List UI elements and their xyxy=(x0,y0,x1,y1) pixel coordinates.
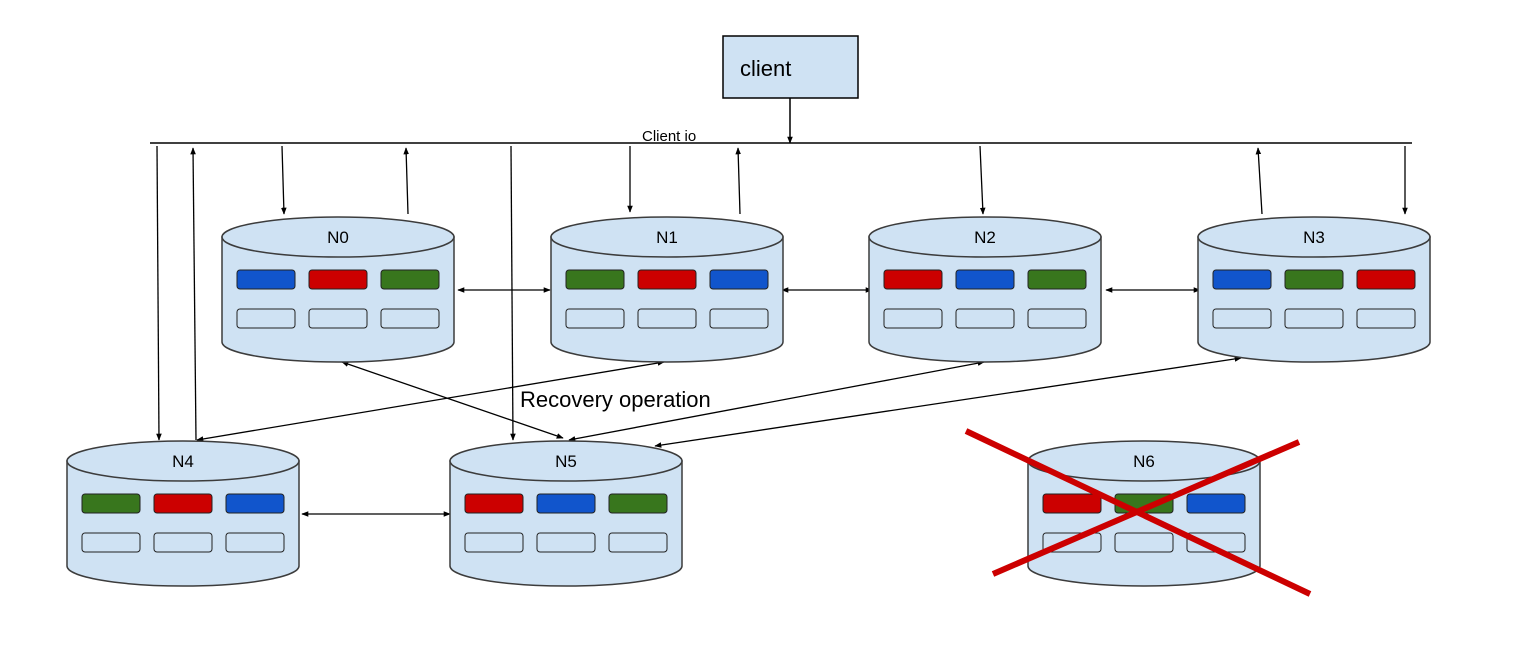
n3-to-bus-arrow xyxy=(1255,147,1263,215)
node-top xyxy=(221,216,455,258)
empty-slot xyxy=(709,308,769,329)
node-label: N3 xyxy=(1303,228,1325,247)
empty-slot xyxy=(1284,308,1344,329)
node-label: N2 xyxy=(974,228,996,247)
chunk-slot-blue xyxy=(236,269,296,290)
storage-node-n5: N5 xyxy=(449,440,683,587)
n1-to-bus-arrow xyxy=(735,147,741,215)
empty-slot xyxy=(536,532,596,553)
node-body xyxy=(550,236,784,363)
n5-n3-recovery-arrow xyxy=(654,356,1242,448)
peer-arrows xyxy=(301,287,1201,517)
node-top xyxy=(868,216,1102,258)
empty-slot xyxy=(464,532,524,553)
storage-node-n1: N1 xyxy=(550,216,784,363)
empty-slot xyxy=(236,308,296,329)
empty-slot xyxy=(1356,308,1416,329)
chunk-slot-red xyxy=(1356,269,1416,290)
bus-to-n2-arrow xyxy=(979,145,986,215)
empty-slot xyxy=(308,308,368,329)
node-top xyxy=(550,216,784,258)
failure-cross-stroke-2 xyxy=(991,439,1301,577)
node-top xyxy=(449,440,683,482)
node-body xyxy=(1197,236,1431,363)
chunk-slot-red xyxy=(883,269,943,290)
chunk-slot-green xyxy=(380,269,440,290)
client-label: client xyxy=(740,56,791,81)
failure-cross-icon xyxy=(964,428,1312,597)
empty-slot xyxy=(637,308,697,329)
node-body xyxy=(868,236,1102,363)
empty-slot xyxy=(883,308,943,329)
chunk-slot-blue xyxy=(955,269,1015,290)
chunk-slot-red xyxy=(464,493,524,514)
bus-to-n5-arrow xyxy=(510,145,516,441)
storage-node-n3: N3 xyxy=(1197,216,1431,363)
client-box-rect xyxy=(722,35,859,99)
empty-slot xyxy=(380,308,440,329)
storage-node-n2: N2 xyxy=(868,216,1102,363)
chunk-slot-red xyxy=(1042,493,1102,514)
chunk-slot-blue xyxy=(1212,269,1272,290)
node-body xyxy=(221,236,455,363)
client-io-bus: Client io xyxy=(150,98,1412,145)
node-top xyxy=(1197,216,1431,258)
chunk-slot-green xyxy=(1284,269,1344,290)
chunk-slot-green xyxy=(565,269,625,290)
node-label: N6 xyxy=(1133,452,1155,471)
storage-node-n6: N6 xyxy=(1027,440,1261,587)
chunk-slot-red xyxy=(308,269,368,290)
bus-to-n0-arrow xyxy=(281,145,287,215)
empty-slot xyxy=(1027,308,1087,329)
node-body xyxy=(66,460,300,587)
chunk-slot-red xyxy=(637,269,697,290)
empty-slot xyxy=(1114,532,1174,553)
bus-to-n4-arrow xyxy=(156,145,162,441)
node-label: N1 xyxy=(656,228,678,247)
recovery-arrows: Recovery operation xyxy=(196,356,1242,448)
node-body xyxy=(1027,460,1261,587)
node-label: N0 xyxy=(327,228,349,247)
empty-slot xyxy=(81,532,141,553)
chunk-slot-blue xyxy=(536,493,596,514)
bus-label: Client io xyxy=(642,128,696,145)
node-label: N5 xyxy=(555,452,577,471)
empty-slot xyxy=(955,308,1015,329)
chunk-slot-blue xyxy=(1186,493,1246,514)
client-box: client xyxy=(722,35,859,99)
storage-node-n4: N4 xyxy=(66,440,300,587)
n4-to-bus-arrow xyxy=(190,147,197,441)
node-body xyxy=(449,460,683,587)
empty-slot xyxy=(608,532,668,553)
node-top xyxy=(66,440,300,482)
chunk-slot-green xyxy=(81,493,141,514)
chunk-slot-green xyxy=(608,493,668,514)
empty-slot xyxy=(225,532,285,553)
storage-node-n0: N0 xyxy=(221,216,455,363)
n0-to-bus-arrow xyxy=(403,147,409,215)
empty-slot xyxy=(1212,308,1272,329)
empty-slot xyxy=(153,532,213,553)
node-label: N4 xyxy=(172,452,194,471)
chunk-slot-red xyxy=(153,493,213,514)
chunk-slot-blue xyxy=(225,493,285,514)
chunk-slot-green xyxy=(1027,269,1087,290)
chunk-slot-blue xyxy=(709,269,769,290)
recovery-label: Recovery operation xyxy=(520,387,711,412)
empty-slot xyxy=(565,308,625,329)
